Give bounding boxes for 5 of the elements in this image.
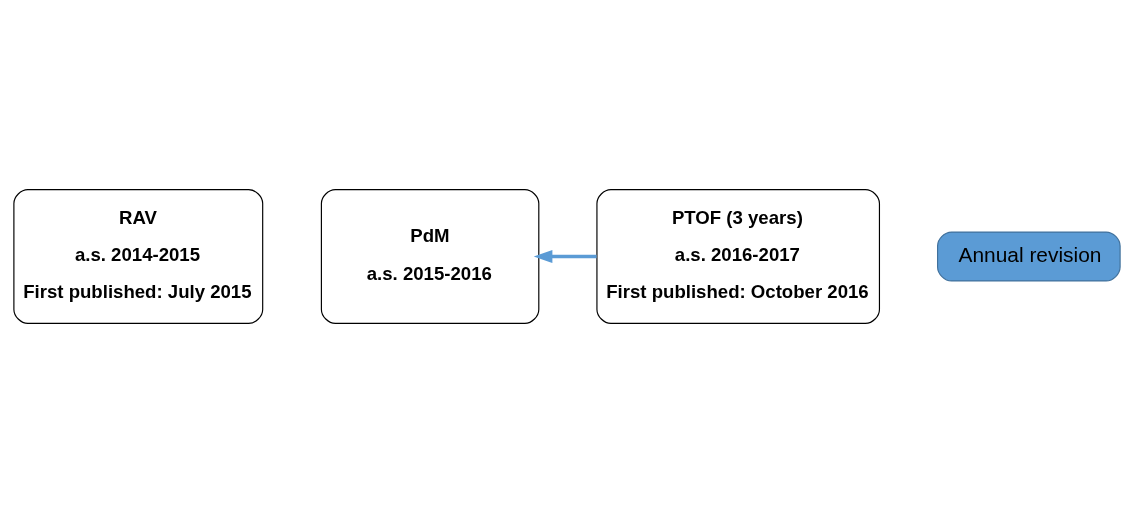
arrow bbox=[533, 249, 597, 263]
node-box: PdM a.s. 2015-2016 bbox=[320, 188, 540, 324]
node-box: RAV a.s. 2014-2015 First published: July 2015 bbox=[13, 188, 264, 324]
node-box: Annual revision bbox=[937, 231, 1121, 281]
node-box: PTOF (3 years) a.s. 2016-2017 First published: October 2016 bbox=[596, 188, 881, 324]
